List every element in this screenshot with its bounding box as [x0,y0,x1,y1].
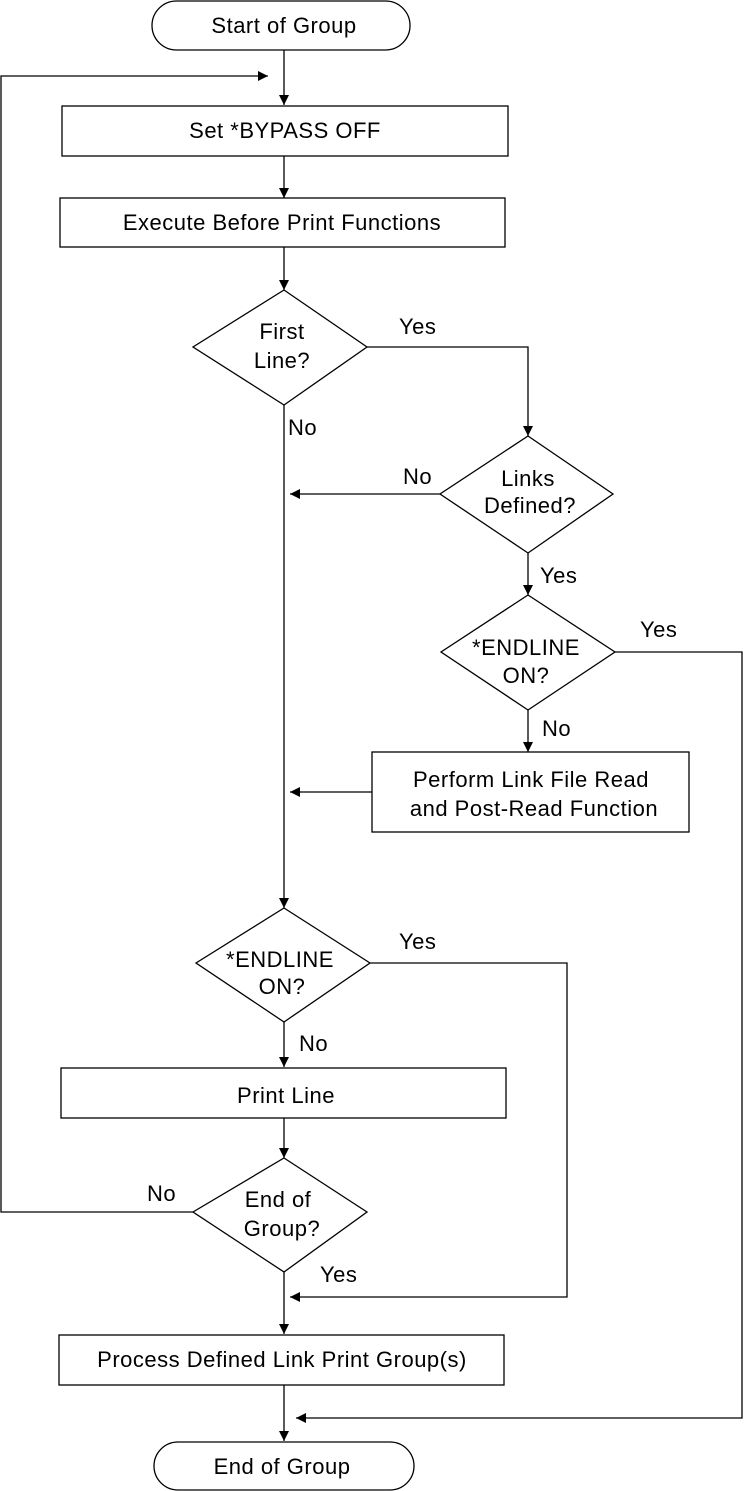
label-eog-no: No [147,1181,176,1206]
label-endline-a-no: No [542,716,571,741]
process-defined-link-print-groups: Process Defined Link Print Group(s) [58,1334,505,1386]
terminal-start-label: Start of Group [211,13,356,38]
terminal-start: Start of Group [151,0,411,51]
decision-first-line: First Line? [191,289,369,406]
process-set-bypass: Set *BYPASS OFF [61,105,509,157]
decision-endline-b-label-2: ON? [259,974,306,999]
label-endline-b-no: No [299,1031,328,1056]
terminal-end: End of Group [153,1441,415,1491]
decision-endline-b-label-1: *ENDLINE [226,947,334,972]
decision-first-line-label-1: First [259,319,304,344]
edge-labels: Yes No No Yes Yes No Yes No No Yes [147,314,677,1287]
label-eog-yes: Yes [320,1262,357,1287]
decision-links-defined-label-2: Defined? [484,493,576,518]
label-links-no: No [403,464,432,489]
process-execute-before-print-label: Execute Before Print Functions [123,210,441,235]
decision-end-of-group-label-1: End of [245,1187,312,1212]
decision-endline-a: *ENDLINE ON? [439,594,617,711]
process-defined-link-print-groups-label: Process Defined Link Print Group(s) [97,1347,467,1372]
decision-end-of-group-label-2: Group? [244,1216,320,1241]
edge-loop-back [0,71,268,1213]
terminal-end-label: End of Group [214,1454,351,1479]
edge-endline-b-yes [290,962,568,1302]
label-links-yes: Yes [540,563,577,588]
process-perform-link-read-label-2: and Post-Read Function [410,796,658,821]
process-print-line-label: Print Line [237,1083,335,1108]
connectors [0,50,743,1441]
process-set-bypass-label: Set *BYPASS OFF [189,118,381,143]
decision-end-of-group: End of Group? [191,1157,369,1273]
decision-endline-b: *ENDLINE ON? [194,907,372,1023]
decision-endline-a-label-2: ON? [503,663,550,688]
label-first-no: No [288,415,317,440]
decision-links-defined-label-1: Links [501,466,555,491]
edge-endline-a-yes [296,651,743,1423]
decision-first-line-label-2: Line? [254,348,310,373]
process-perform-link-read: Perform Link File Read and Post-Read Fun… [371,751,690,833]
decision-endline-a-label-1: *ENDLINE [472,635,580,660]
label-first-yes: Yes [399,314,436,339]
process-print-line: Print Line [60,1067,507,1119]
decision-links-defined: Links Defined? [438,435,615,554]
label-endline-a-yes: Yes [640,617,677,642]
process-perform-link-read-label-1: Perform Link File Read [413,767,649,792]
process-execute-before-print: Execute Before Print Functions [59,197,506,248]
label-endline-b-yes: Yes [399,929,436,954]
edge-first-yes [367,346,533,436]
